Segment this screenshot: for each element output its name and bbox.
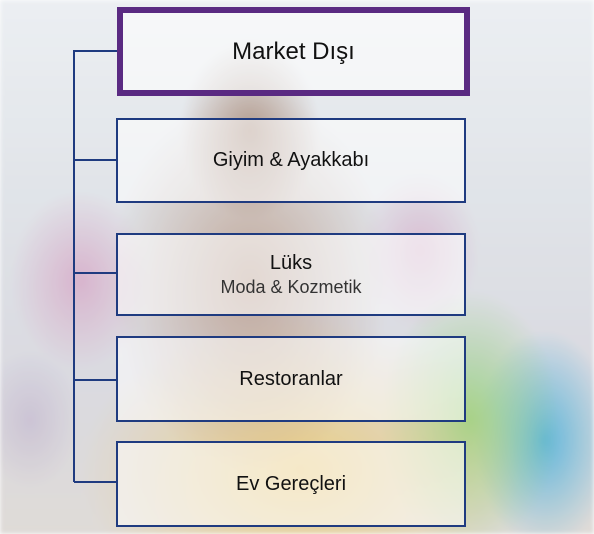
root-label: Market Dışı [232,37,355,65]
item-label: Restoranlar [239,367,343,390]
root-connector [73,50,117,482]
item-luks: Lüks Moda & Kozmetik [116,233,466,316]
item-sublabel: Moda & Kozmetik [220,276,362,297]
item-label: Lüks [269,251,313,274]
item-restoranlar: Restoranlar [116,336,466,422]
item-giyim-ayakkabi: Giyim & Ayakkabı [116,118,466,203]
root-node: Market Dışı [117,7,470,96]
item-label: Giyim & Ayakkabı [212,149,370,171]
item-label: Ev Gereçleri [235,472,347,495]
item-ev-gerecleri: Ev Gereçleri [116,441,466,527]
